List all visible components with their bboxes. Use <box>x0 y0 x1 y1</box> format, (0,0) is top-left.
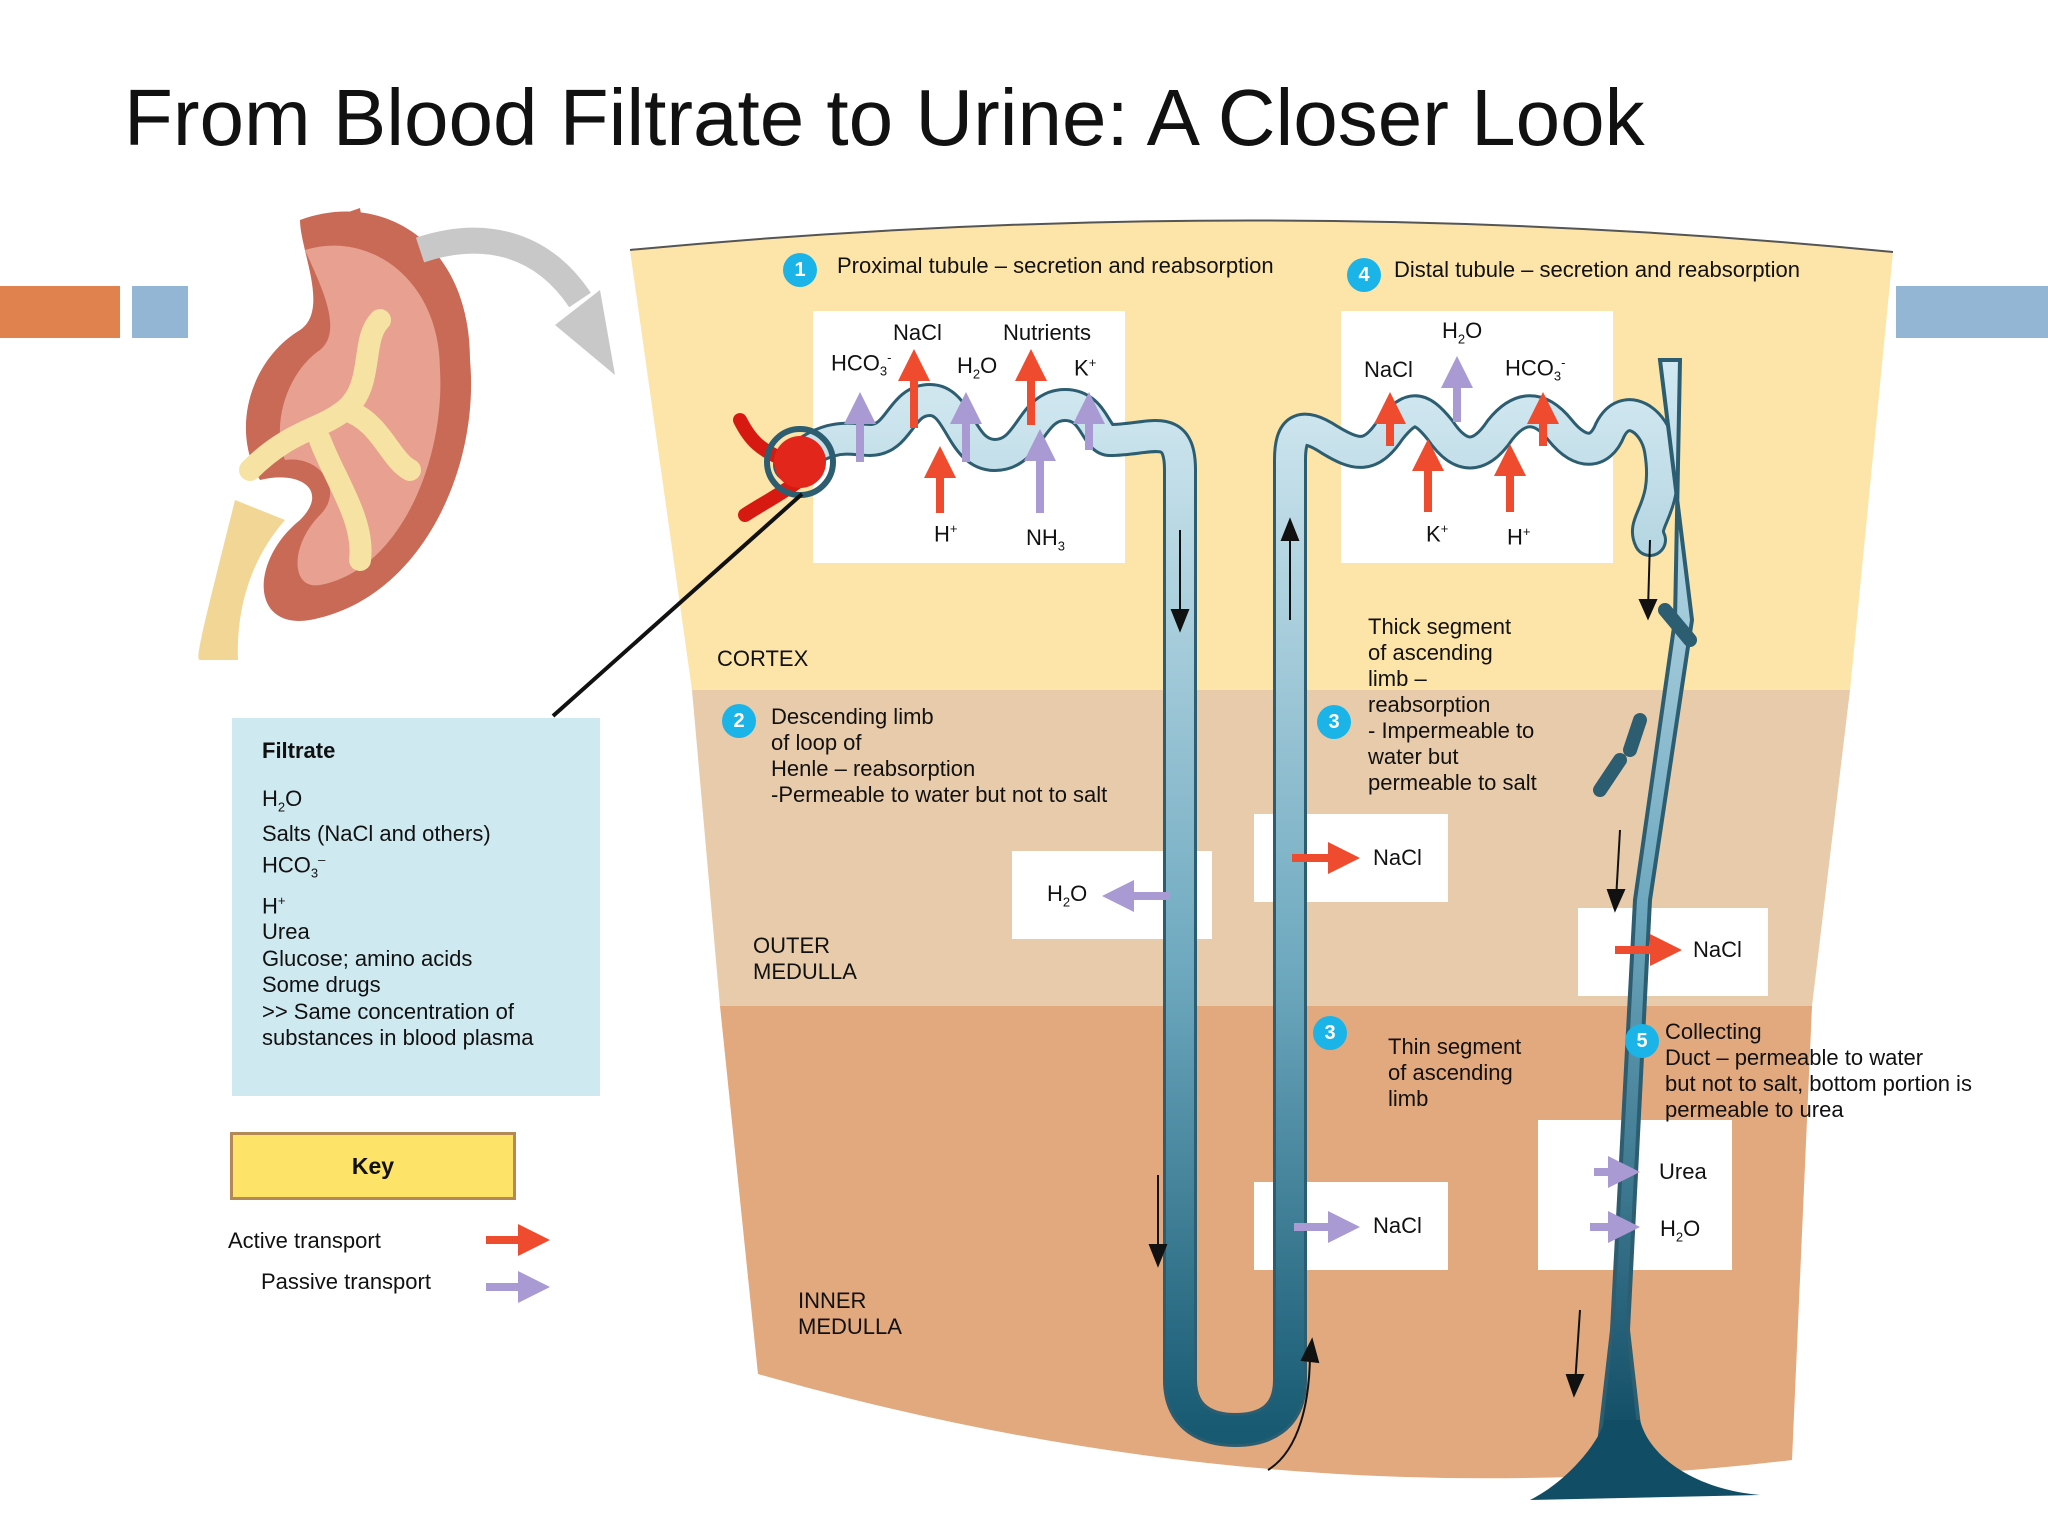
proximal-nacl: NaCl <box>893 320 942 345</box>
step-badge-1: 1 <box>783 253 817 287</box>
descending-limb-line-3: Henle – reabsorption <box>771 756 976 781</box>
collecting-nacl-label: NaCl <box>1693 937 1742 962</box>
proximal-nutrients: Nutrients <box>1003 320 1092 345</box>
distal-nacl: NaCl <box>1364 357 1413 382</box>
slide-title: From Blood Filtrate to Urine: A Closer L… <box>124 73 1645 162</box>
filtrate-list: H2O Salts (NaCl and others) HCO3– H+ Ure… <box>262 786 534 1052</box>
thick-segment-line-4: reabsorption <box>1368 692 1491 717</box>
descending-limb-line-1: Descending limb <box>771 704 934 729</box>
filtrate-item-salts: Salts (NaCl and others) <box>262 820 491 846</box>
thin-segment-line-2: of ascending <box>1388 1060 1513 1085</box>
thick-segment-line-3: limb – <box>1368 666 1427 691</box>
collecting-duct-line-2: Duct – permeable to water <box>1665 1045 1924 1070</box>
nephron-tubule <box>773 383 1679 1447</box>
step-badge-3-thick: 3 <box>1317 705 1351 739</box>
inner-medulla-label-2: MEDULLA <box>798 1314 902 1339</box>
descending-limb-line-2: of loop of <box>771 730 862 755</box>
filtrate-pointer-line <box>551 492 804 718</box>
glomerulus <box>733 413 836 522</box>
urea-label: Urea <box>1659 1159 1707 1184</box>
distal-k: K+ <box>1426 521 1449 547</box>
filtrate-item-h: H+ <box>262 892 286 918</box>
flow-arrows <box>1148 517 1658 1471</box>
slide-deco-blue-left <box>132 286 188 338</box>
thin-segment-line-1: Thin segment <box>1388 1034 1522 1059</box>
collecting-duct-line-4: permeable to urea <box>1665 1097 1844 1122</box>
filtrate-item-note-2: substances in blood plasma <box>262 1025 534 1051</box>
step-badge-3-thin: 3 <box>1313 1016 1347 1050</box>
cortex-label: CORTEX <box>717 646 809 671</box>
thin-segment-line-3: limb <box>1388 1086 1429 1111</box>
zoom-arrow <box>415 227 591 308</box>
thick-segment-line-1: Thick segment <box>1368 614 1512 639</box>
step-badge-5: 5 <box>1625 1024 1659 1058</box>
kidney-illustration <box>198 208 472 660</box>
slide-deco-orange <box>0 286 120 338</box>
filtrate-item-glucose: Glucose; amino acids <box>262 945 473 971</box>
key-box: Key <box>230 1132 516 1200</box>
step-badge-4: 4 <box>1347 258 1381 292</box>
thick-segment-line-6: water but <box>1368 744 1459 769</box>
transport-arrows <box>486 349 1682 1303</box>
proximal-h2o: H2O <box>957 353 998 382</box>
collecting-h2o-label: H2O <box>1660 1216 1701 1245</box>
thin-nacl-label: NaCl <box>1373 1213 1422 1238</box>
descending-limb-line-4: -Permeable to water but not to salt <box>771 782 1108 807</box>
slide-deco-blue-right <box>1896 286 2048 338</box>
filtrate-title: Filtrate <box>262 738 336 763</box>
proximal-tubule-label: Proximal tubule – secretion and reabsorp… <box>837 253 1274 278</box>
thick-segment-line-5: - Impermeable to <box>1368 718 1535 743</box>
thick-segment-line-7: permeable to salt <box>1368 770 1537 795</box>
thick-segment-line-2: of ascending <box>1368 640 1493 665</box>
distal-h: H+ <box>1507 524 1531 550</box>
filtrate-item-note-1: >> Same concentration of <box>262 998 514 1024</box>
proximal-hco3: HCO3- <box>831 350 892 379</box>
outer-h2o-label: H2O <box>1047 881 1088 910</box>
outer-medulla-label-2: MEDULLA <box>753 959 857 984</box>
filtrate-item-drugs: Some drugs <box>262 972 381 998</box>
distal-h2o: H2O <box>1442 318 1483 347</box>
filtrate-item-urea: Urea <box>262 919 310 945</box>
filtrate-item-h2o: H2O <box>262 786 303 815</box>
region-top-edge <box>629 219 1894 253</box>
filtrate-item-hco3: HCO3– <box>262 852 326 882</box>
proximal-h: H+ <box>934 521 958 547</box>
filtrate-box <box>232 718 600 1096</box>
collecting-duct-line-1: Collecting <box>1665 1019 1762 1044</box>
step-badge-2: 2 <box>722 704 756 738</box>
key-passive-label: Passive transport <box>261 1269 431 1294</box>
key-active-label: Active transport <box>228 1228 381 1253</box>
proximal-nh3: NH3 <box>1026 525 1066 554</box>
thick-nacl-label: NaCl <box>1373 845 1422 870</box>
collecting-duct-line-3: but not to salt, bottom portion is <box>1665 1071 1972 1096</box>
distal-hco3: HCO3- <box>1505 355 1566 384</box>
inner-medulla-label-1: INNER <box>798 1288 867 1313</box>
distal-tubule-label: Distal tubule – secretion and reabsorpti… <box>1394 257 1801 282</box>
proximal-k: K+ <box>1074 355 1097 381</box>
outer-medulla-label-1: OUTER <box>753 933 830 958</box>
